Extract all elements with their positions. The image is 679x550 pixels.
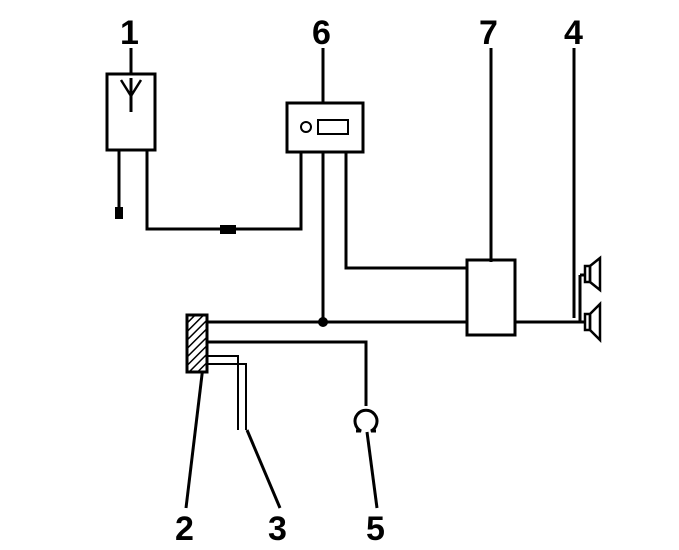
speaker-lower-icon — [580, 300, 602, 344]
antenna-cable — [145, 150, 303, 231]
leader-ground-block — [184, 357, 206, 509]
radio-amplifier-wire — [344, 152, 467, 270]
radio-knob-icon — [300, 121, 312, 133]
fuse-wire — [207, 340, 368, 406]
connector-wire-b — [207, 363, 247, 430]
ground-block — [185, 313, 209, 374]
fuse-omega-icon — [353, 408, 379, 433]
label-connector: 3 — [268, 510, 287, 548]
junction-dot — [318, 317, 328, 327]
label-antenna: 1 — [120, 14, 139, 52]
radio-display — [317, 119, 349, 135]
leader-fuse — [365, 431, 379, 509]
label-radio: 6 — [312, 14, 331, 52]
label-amplifier: 7 — [479, 14, 498, 52]
leader-connector — [245, 429, 282, 509]
antenna-ground-terminal — [115, 207, 123, 219]
label-ground-block: 2 — [175, 510, 194, 548]
amplifier-box — [465, 258, 517, 337]
label-speakers: 4 — [564, 14, 583, 52]
radio-unit — [285, 101, 365, 154]
inline-cable-connector — [220, 225, 236, 234]
speaker-upper-icon — [578, 255, 602, 322]
connector-wire-a — [207, 355, 239, 430]
antenna-icon — [119, 78, 143, 112]
label-fuse: 5 — [366, 510, 385, 548]
antenna-module — [105, 72, 157, 152]
